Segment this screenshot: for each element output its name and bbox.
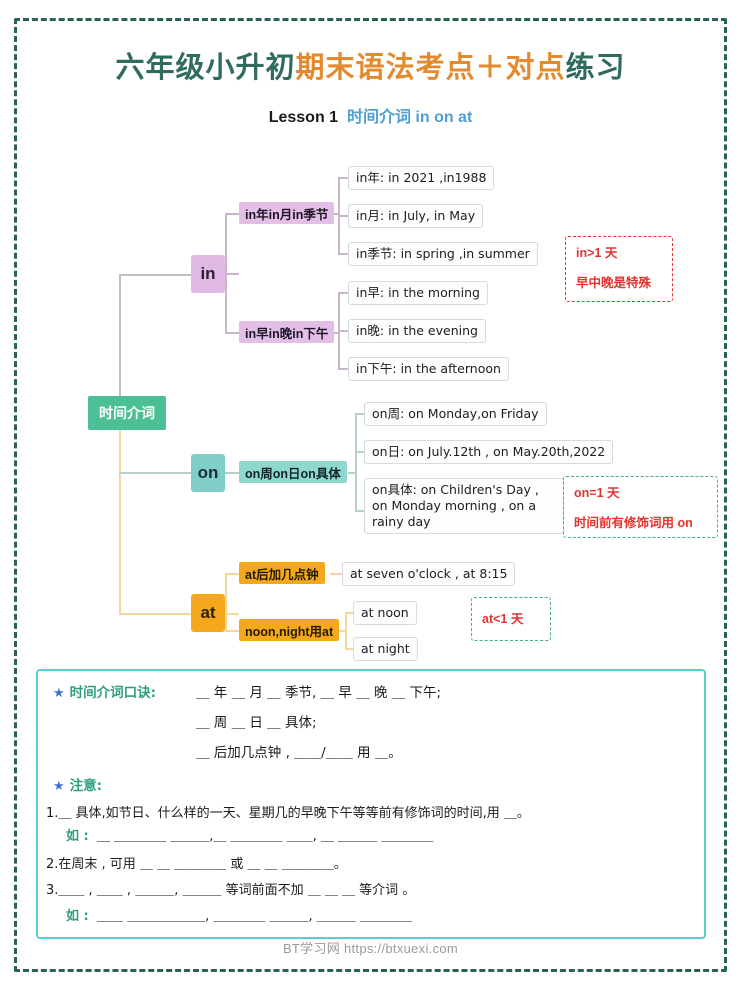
note-in: in>1 天 早中晚是特殊 [565, 236, 673, 302]
notice-item-1-example: 如 : ＿ ＿＿＿＿ ＿＿＿,＿ ＿＿＿＿ ＿＿, ＿ ＿＿＿ ＿＿＿＿ [66, 827, 433, 847]
chip-on-week-date-specific[interactable]: on周on日on具体 [239, 461, 347, 483]
notice-item-3-example-blanks: ＿＿ ＿＿＿＿＿＿, ＿＿＿＿ ＿＿＿, ＿＿＿ ＿＿＿＿ [97, 909, 412, 924]
notice-item-1-example-label: 如 : [66, 829, 89, 844]
lesson-subtitle: Lesson 1 时间介词 in on at [0, 103, 741, 127]
connector-in-g2-l1 [338, 292, 348, 294]
leaf-in-evening: in晚: in the evening [348, 319, 486, 343]
note-on-line-2: 时间前有修饰词用 on [574, 516, 693, 530]
connector-in-g2-l3 [338, 368, 348, 370]
notice-item-2-text: 在周末 , 可用 ＿ ＿ ＿＿＿＿ 或 ＿ ＿ ＿＿＿＿。 [58, 857, 347, 872]
leaf-on-weekday: on周: on Monday,on Friday [364, 402, 547, 426]
note-in-line-2: 早中晚是特殊 [576, 276, 652, 290]
star-icon-2: ★ [53, 779, 65, 794]
notice-item-3-example-label: 如 : [66, 909, 89, 924]
mnemonic-line-3: ＿ 后加几点钟 , ＿＿/＿＿ 用 ＿。 [196, 745, 402, 761]
notice-item-2-num: 2. [46, 857, 59, 872]
connector-at-spine [225, 573, 227, 631]
notice-item-3-num: 3. [46, 883, 59, 898]
title-part-2: 期末语法考点＋对点 [295, 50, 566, 84]
title-part-1: 六年级小升初 [115, 50, 296, 84]
notice-item-1-num: 1. [46, 806, 59, 821]
watermark: BT学习网 https://btxuexi.com [282, 941, 459, 956]
connector-at-g2-l1 [345, 612, 353, 614]
leaf-at-oclock: at seven o'clock , at 8:15 [342, 562, 516, 586]
connector-at-chip1-leaf [330, 573, 342, 575]
connector-on-l1 [355, 413, 364, 415]
connector-in-g2 [225, 332, 239, 334]
note-on: on=1 天 时间前有修饰词用 on [563, 476, 718, 538]
connector-in-g1-l2 [338, 215, 348, 217]
connector-in-g1 [225, 213, 239, 215]
branch-node-on[interactable]: on [191, 454, 225, 492]
leaf-at-noon: at noon [353, 601, 417, 625]
notice-item-1-example-blanks: ＿ ＿＿＿＿ ＿＿＿,＿ ＿＿＿＿ ＿＿, ＿ ＿＿＿ ＿＿＿＿ [97, 829, 434, 844]
note-at: at<1 天 [471, 597, 551, 641]
connector-in-g1-l3 [338, 253, 348, 255]
connector-in-mid [225, 273, 239, 275]
notice-item-3-text: ＿＿ , ＿＿ , ＿＿＿, ＿＿＿ 等词前面不加 ＿ ＿ ＿ 等介词 。 [58, 883, 416, 898]
connector-at-mid [225, 613, 239, 615]
page-title: 六年级小升初期末语法考点＋对点练习 [0, 44, 741, 86]
mnemonic-line-1: ＿ 年 ＿ 月 ＿ 季节, ＿ 早 ＿ 晚 ＿ 下午; [196, 685, 442, 701]
connector-at-g2 [225, 630, 239, 632]
mnemonic-heading-row: ★ 时间介词口诀: [53, 683, 156, 704]
connector-on-l3 [355, 510, 364, 512]
connector-in-g1-l1 [338, 177, 348, 179]
leaf-on-specific: on具体: on Children's Day , on Monday morn… [364, 478, 564, 534]
mnemonic-line-2: ＿ 周 ＿ 日 ＿ 具体; [196, 715, 317, 731]
connector-root-to-in [119, 274, 191, 276]
title-part-3: 练习 [565, 50, 626, 84]
notice-heading-row: ★ 注意: [53, 776, 102, 797]
notice-heading: 注意: [69, 778, 103, 794]
chip-at-oclock[interactable]: at后加几点钟 [239, 562, 325, 584]
connector-at-g2-l2 [345, 648, 353, 650]
mindmap-root-node[interactable]: 时间介词 [88, 396, 166, 430]
connector-root-to-at [119, 613, 191, 615]
leaf-in-year: in年: in 2021 ,in1988 [348, 166, 495, 190]
chip-in-year-month-season[interactable]: in年in月in季节 [239, 202, 335, 224]
lesson-number: Lesson 1 [268, 109, 339, 126]
branch-node-at[interactable]: at [191, 594, 225, 632]
notice-item-1-text: ＿ 具体,如节日、什么样的一天、星期几的早晚下午等等前有修饰词的时间,用 ＿。 [58, 806, 530, 821]
note-on-line-1: on=1 天 [574, 486, 620, 500]
leaf-in-month: in月: in July, in May [348, 204, 484, 228]
lesson-topic: 时间介词 in on at [346, 109, 473, 126]
chip-at-noon-night[interactable]: noon,night用at [239, 619, 340, 641]
connector-at-g1 [225, 573, 239, 575]
connector-on-mid [348, 472, 357, 474]
connector-on-l2 [355, 451, 364, 453]
note-in-line-1: in>1 天 [576, 246, 618, 260]
mnemonic-heading: 时间介词口诀: [69, 685, 157, 701]
notice-item-1: 1.＿ 具体,如节日、什么样的一天、星期几的早晚下午等等前有修饰词的时间,用 ＿… [46, 804, 530, 824]
connector-root-to-on [119, 472, 191, 474]
leaf-in-morning: in早: in the morning [348, 281, 488, 305]
notice-item-3-example: 如 : ＿＿ ＿＿＿＿＿＿, ＿＿＿＿ ＿＿＿, ＿＿＿ ＿＿＿＿ [66, 907, 412, 927]
leaf-in-season: in季节: in spring ,in summer [348, 242, 538, 266]
leaf-on-date: on日: on July.12th , on May.20th,2022 [364, 440, 614, 464]
chip-in-morning-evening-afternoon[interactable]: in早in晚in下午 [239, 321, 335, 343]
connector-on-chip [225, 472, 239, 474]
connector-on-spine [355, 413, 357, 511]
leaf-at-night: at night [353, 637, 418, 661]
leaf-in-afternoon: in下午: in the afternoon [348, 357, 509, 381]
notice-item-3: 3.＿＿ , ＿＿ , ＿＿＿, ＿＿＿ 等词前面不加 ＿ ＿ ＿ 等介词 。 [46, 881, 415, 901]
branch-node-in[interactable]: in [191, 255, 225, 293]
page-dashed-border [14, 18, 727, 972]
notice-item-2: 2.在周末 , 可用 ＿ ＿ ＿＿＿＿ 或 ＿ ＿ ＿＿＿＿。 [46, 855, 347, 875]
connector-root-up [119, 274, 121, 414]
exercise-panel: ★ 时间介词口诀: ＿ 年 ＿ 月 ＿ 季节, ＿ 早 ＿ 晚 ＿ 下午; ＿ 周… [36, 669, 706, 939]
star-icon-1: ★ [53, 686, 65, 701]
connector-in-g2-l2 [338, 330, 348, 332]
note-at-line-1: at<1 天 [482, 612, 524, 626]
connector-root-down [119, 412, 121, 614]
connector-at-chip2 [338, 630, 346, 632]
